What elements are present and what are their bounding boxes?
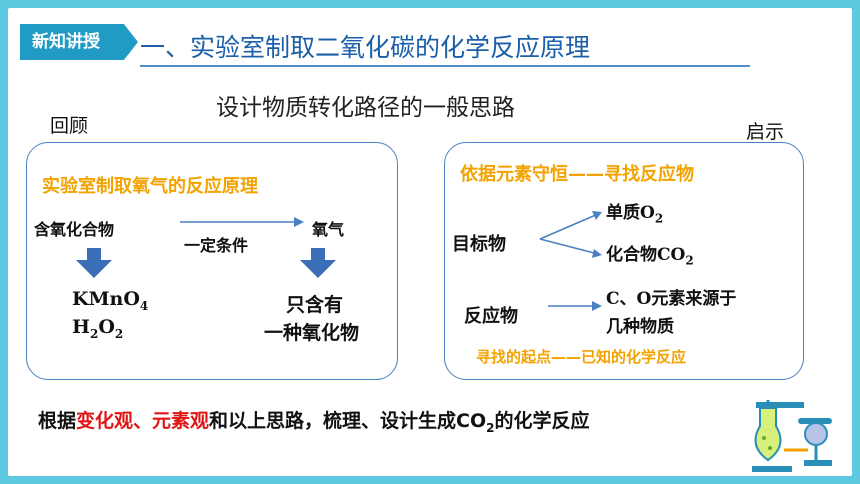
hint-footer: 寻找的起点——已知的化学反应	[476, 348, 687, 366]
formula-kmno4: KMnO4	[72, 288, 149, 313]
split-arrow-down	[539, 238, 599, 255]
source-line1: C、O元素来源于	[606, 289, 737, 309]
reactant-label: 反应物	[464, 306, 518, 327]
reactant-text: 含氧化合物	[34, 220, 115, 239]
hint-box	[444, 142, 804, 380]
diagram-layer	[76, 211, 832, 472]
review-heading: 实验室制取氧气的反应原理	[42, 176, 258, 197]
slide: 新知讲授 一、实验室制取二氧化碳的化学反应原理 设计物质转化路径的一般思路 回顾…	[8, 8, 852, 476]
title-underline	[140, 65, 750, 67]
lab-flask-icon	[752, 400, 832, 472]
source-line2: 几种物质	[606, 317, 674, 337]
target-label: 目标物	[452, 234, 506, 255]
condition-text: 一定条件	[184, 236, 249, 255]
target-compound: 化合物CO2	[606, 245, 694, 268]
hint-heading: 依据元素守恒——寻找反应物	[460, 164, 694, 185]
only-contains-text: 只含有	[286, 294, 344, 316]
footer-text: 根据变化观、元素观和以上思路，梳理、设计生成CO2的化学反应	[38, 410, 590, 435]
formula-h2o2: H2O2	[72, 316, 124, 341]
hint-label: 启示	[746, 121, 785, 143]
target-element: 单质O2	[606, 203, 664, 226]
section-tag: 新知讲授	[20, 24, 138, 60]
product-text: 氧气	[312, 220, 345, 239]
down-arrow-right	[300, 248, 336, 278]
page-title: 一、实验室制取二氧化碳的化学反应原理	[140, 33, 591, 62]
down-arrow-left	[76, 248, 112, 278]
review-box	[26, 142, 398, 380]
split-arrow-up	[539, 213, 599, 240]
reaction-arrow-head	[294, 217, 304, 227]
subtitle: 设计物质转化路径的一般思路	[216, 95, 515, 121]
review-label: 回顾	[50, 115, 89, 137]
one-oxide-text: 一种氧化物	[264, 322, 360, 344]
